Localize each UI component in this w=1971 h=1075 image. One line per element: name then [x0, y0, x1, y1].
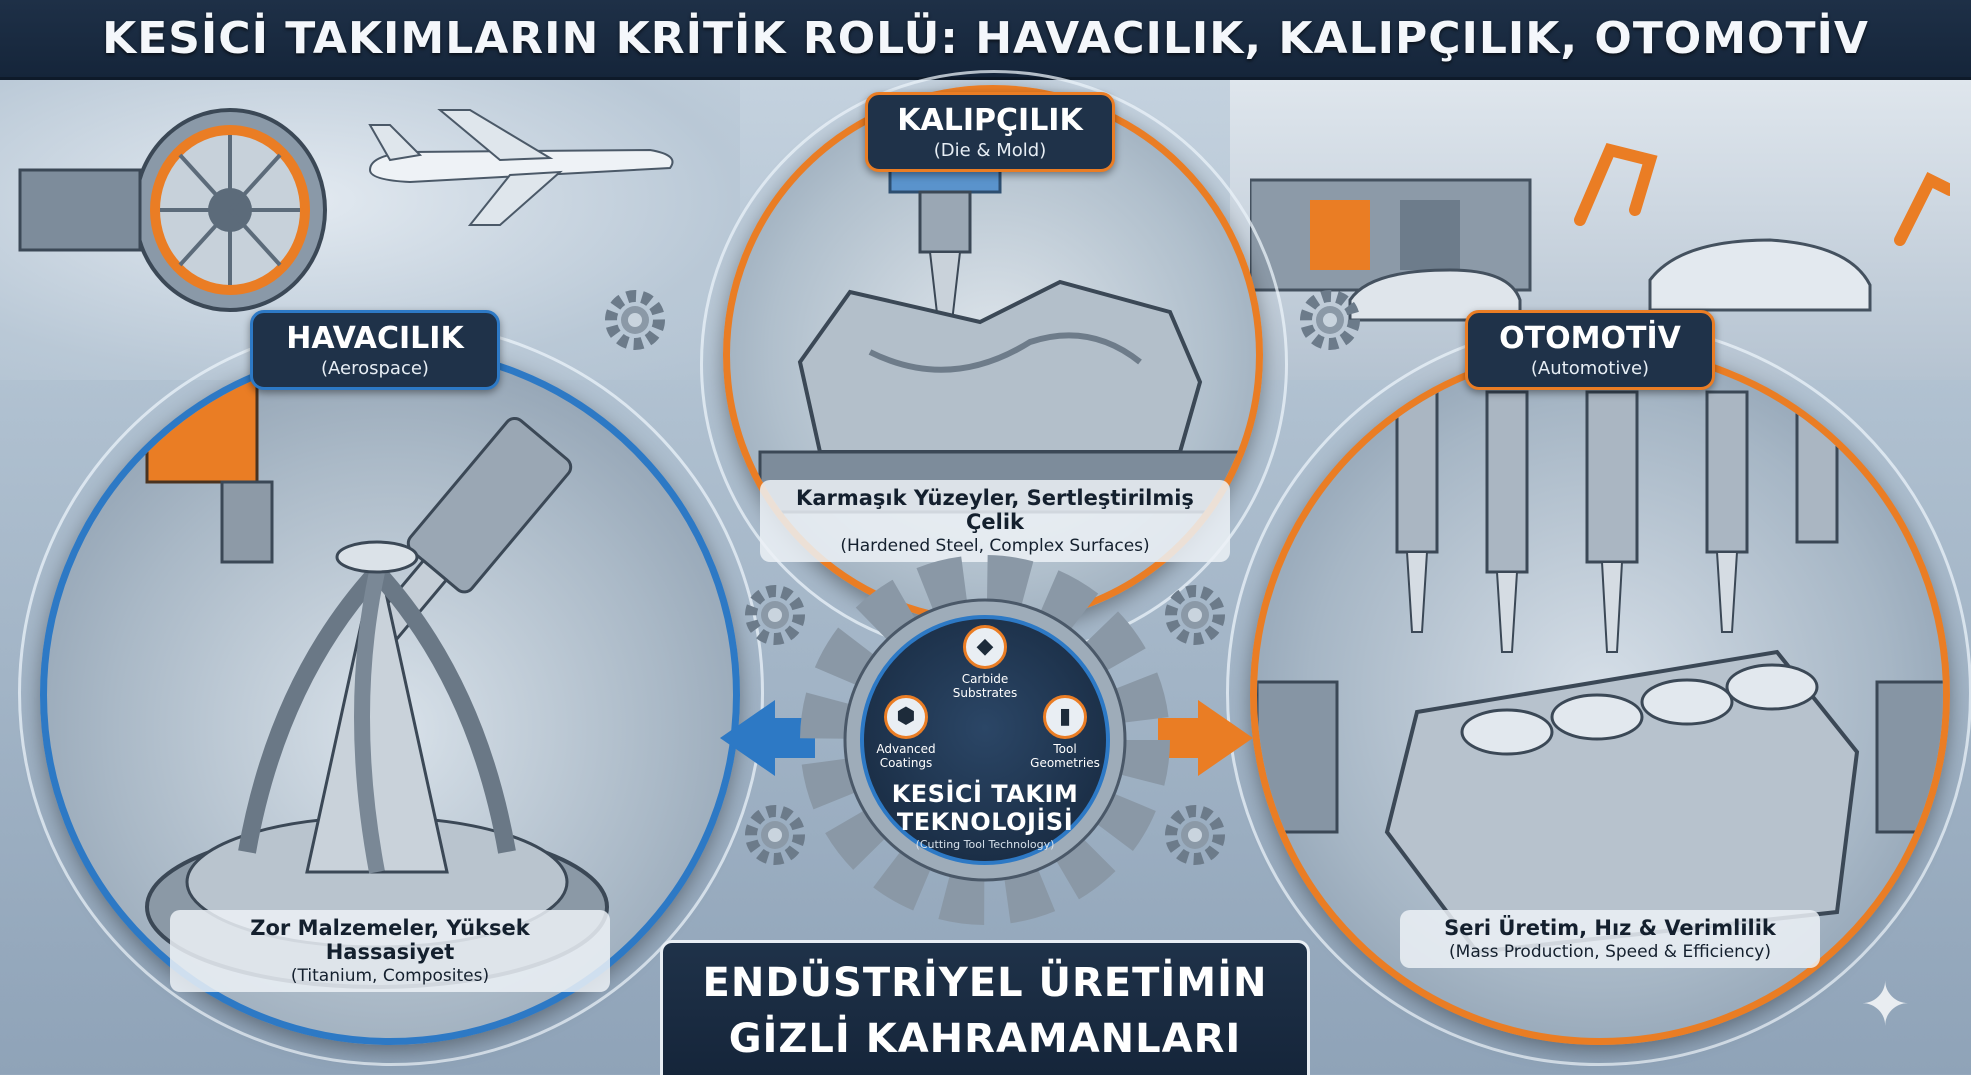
- mold-label-sub: (Die & Mold): [933, 140, 1047, 161]
- tech-advanced-coatings: ⬢ Advanced Coatings: [866, 695, 946, 771]
- coating-icon: ⬢: [884, 695, 928, 739]
- left-arrow-icon: [720, 700, 775, 776]
- sparkle-icon: ✦: [1860, 970, 1911, 1040]
- page-title: KESİCİ TAKIMLARIN KRİTİK ROLÜ: HAVACILIK…: [102, 13, 1869, 64]
- automotive-caption-sub: (Mass Production, Speed & Efficiency): [1449, 942, 1771, 962]
- engine-block-drilling-illustration: [1257, 390, 1943, 955]
- center-title-sub: (Cutting Tool Technology): [915, 838, 1055, 851]
- jet-engine-illustration: [18, 108, 327, 312]
- carbide-icon: ◆: [963, 625, 1007, 669]
- aerospace-caption-main: Zor Malzemeler, Yüksek Hassasiyet: [250, 916, 530, 964]
- mold-caption-main: Karmaşık Yüzeyler, Sertleştirilmiş Çelik: [796, 486, 1194, 534]
- aerospace-label-main: HAVACILIK: [286, 321, 464, 356]
- automotive-label-main: OTOMOTİV: [1499, 321, 1681, 356]
- mold-label: KALIPÇILIK (Die & Mold): [865, 92, 1115, 172]
- factory-illustration: [1250, 142, 1950, 322]
- tech-tool-geometries: ▮ Tool Geometries: [1025, 695, 1105, 771]
- gear-icon: [1300, 290, 1360, 350]
- banner-line1: ENDÜSTRİYEL ÜRETİMİN: [702, 960, 1268, 1006]
- automotive-caption: Seri Üretim, Hız & Verimlilik (Mass Prod…: [1400, 910, 1820, 968]
- mold-label-main: KALIPÇILIK: [897, 103, 1083, 138]
- automotive-label: OTOMOTİV (Automotive): [1465, 310, 1715, 390]
- airplane-illustration: [368, 109, 674, 226]
- title-bar: KESİCİ TAKIMLARIN KRİTİK ROLÜ: HAVACILIK…: [0, 0, 1971, 80]
- aerospace-label-sub: (Aerospace): [321, 358, 429, 379]
- banner-line2: GİZLİ KAHRAMANLARI: [728, 1016, 1242, 1062]
- center-title: KESİCİ TAKIM TEKNOLOJİSİ (Cutting Tool T…: [860, 780, 1110, 851]
- mold-caption-sub: (Hardened Steel, Complex Surfaces): [840, 536, 1150, 556]
- gear-icon: [745, 805, 805, 865]
- gear-icon: [1165, 585, 1225, 645]
- automotive-label-sub: (Automotive): [1530, 358, 1650, 379]
- center-title-line2: TEKNOLOJİSİ: [896, 808, 1074, 836]
- right-arrow-icon: [1198, 700, 1253, 776]
- tech-carbide-substrates: ◆ Carbide Substrates: [945, 625, 1025, 701]
- tech-advanced-coatings-label: Advanced Coatings: [876, 742, 936, 770]
- gear-icon: [745, 585, 805, 645]
- automotive-circle: [1250, 345, 1950, 1045]
- gear-icon: [605, 290, 665, 350]
- mold-caption: Karmaşık Yüzeyler, Sertleştirilmiş Çelik…: [760, 480, 1230, 562]
- drill-bit-icon: ▮: [1043, 695, 1087, 739]
- aerospace-caption-sub: (Titanium, Composites): [290, 966, 490, 986]
- tech-carbide-substrates-label: Carbide Substrates: [952, 672, 1018, 700]
- automotive-caption-main: Seri Üretim, Hız & Verimlilik: [1444, 916, 1776, 940]
- aerospace-caption: Zor Malzemeler, Yüksek Hassasiyet (Titan…: [170, 910, 610, 992]
- bottom-banner: ENDÜSTRİYEL ÜRETİMİN GİZLİ KAHRAMANLARI: [660, 940, 1310, 1075]
- gear-icon: [1165, 805, 1225, 865]
- aerospace-label: HAVACILIK (Aerospace): [250, 310, 500, 390]
- center-title-line1: KESİCİ TAKIM: [891, 780, 1079, 808]
- tech-tool-geometries-label: Tool Geometries: [1030, 742, 1100, 770]
